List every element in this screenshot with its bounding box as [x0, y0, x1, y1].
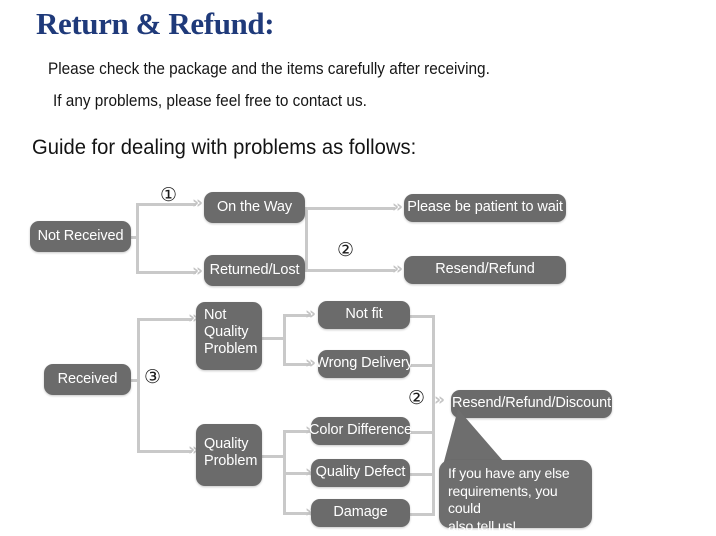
- arrow-to-on-the-way: »: [192, 193, 203, 213]
- connector-received-to-not-quality: [137, 318, 192, 321]
- node-on-the-way[interactable]: On the Way: [204, 192, 305, 223]
- connector-not-received-to-returned-lost: [136, 271, 196, 274]
- arrow-to-returned-lost: »: [192, 261, 203, 281]
- callout-bubble: If you have any else requirements, you c…: [439, 460, 592, 534]
- callout-line-1: If you have any else: [448, 465, 570, 481]
- arrow-to-color-difference: »: [305, 422, 316, 439]
- connector-received-to-quality: [137, 450, 192, 453]
- arrow-to-wrong-delivery: »: [305, 353, 316, 373]
- callout-tail: [442, 409, 510, 469]
- node-please-be-patient-to-wait[interactable]: Please be patient to wait: [404, 194, 566, 222]
- connector-not-quality-stub: [262, 337, 285, 340]
- step-marker-1: ①: [160, 184, 178, 206]
- callout-line-2: requirements, you could: [448, 482, 558, 517]
- connector-not-received-stub: [131, 236, 139, 239]
- node-not-quality-problem-line-2: Quality: [204, 324, 249, 341]
- arrow-to-quality-defect: »: [305, 464, 316, 481]
- collector-stub-color-difference: [409, 431, 435, 434]
- step-marker-3: ③: [144, 366, 162, 388]
- collector-stub-quality-defect: [409, 473, 435, 476]
- arrow-to-not-quality-problem: »: [188, 308, 199, 328]
- connector-quality-to-damage: [283, 512, 311, 515]
- node-not-quality-problem-line-1: Not: [204, 307, 227, 323]
- connector-returned-lost-vertical: [305, 207, 308, 271]
- node-received[interactable]: Received: [44, 364, 131, 395]
- arrow-to-resend-refund: »: [392, 259, 403, 279]
- node-not-quality-problem-line-3: Problem: [204, 341, 258, 358]
- connector-received-vertical: [137, 318, 140, 453]
- node-quality-defect[interactable]: Quality Defect: [311, 459, 410, 487]
- node-damage[interactable]: Damage: [311, 499, 410, 527]
- node-quality-problem-line-2: Problem: [204, 453, 258, 470]
- arrow-to-please-wait: »: [392, 197, 403, 217]
- step-marker-2-top: ②: [337, 239, 355, 261]
- step-marker-2-bottom: ②: [408, 387, 426, 409]
- connector-quality-to-quality-defect: [283, 472, 311, 475]
- node-not-received[interactable]: Not Received: [30, 221, 131, 252]
- arrow-to-quality-problem: »: [188, 440, 199, 460]
- connector-quality-vertical: [283, 430, 286, 512]
- arrow-to-damage: »: [305, 504, 316, 521]
- node-not-fit[interactable]: Not fit: [318, 301, 410, 329]
- node-not-quality-problem[interactable]: Not Quality Problem: [196, 302, 262, 370]
- connector-received-stub: [130, 379, 139, 382]
- connector-not-received-to-on-the-way: [136, 203, 196, 206]
- node-wrong-delivery[interactable]: Wrong Delivery: [315, 350, 413, 378]
- collector-stub-wrong-delivery: [409, 364, 435, 367]
- connector-on-the-way-to-please-wait: [305, 207, 395, 210]
- intro-line-1: Please check the package and the items c…: [48, 60, 490, 78]
- callout-line-3: also tell us!: [448, 517, 517, 534]
- collector-vertical-line: [432, 315, 435, 515]
- arrow-to-resend-refund-discount: »: [434, 390, 445, 410]
- intro-line-2: If any problems, please feel free to con…: [53, 92, 367, 110]
- collector-stub-damage: [409, 513, 435, 516]
- connector-quality-to-color-difference: [283, 430, 311, 433]
- connector-returned-lost-to-resend-refund: [305, 269, 395, 272]
- node-resend-refund[interactable]: Resend/Refund: [404, 256, 566, 284]
- node-returned-lost[interactable]: Returned/Lost: [204, 255, 305, 286]
- connector-not-quality-to-wrong-delivery: [283, 363, 311, 366]
- node-color-difference[interactable]: Color Difference: [309, 417, 412, 445]
- arrow-to-not-fit: »: [305, 304, 316, 324]
- page-title: Return & Refund:: [36, 6, 275, 41]
- collector-stub-not-fit: [409, 315, 435, 318]
- connector-quality-stub: [262, 455, 285, 458]
- connector-not-quality-to-not-fit: [283, 314, 311, 317]
- guide-heading: Guide for dealing with problems as follo…: [32, 135, 417, 159]
- node-quality-problem[interactable]: Quality Problem: [196, 424, 262, 486]
- node-quality-problem-line-1: Quality: [204, 436, 249, 452]
